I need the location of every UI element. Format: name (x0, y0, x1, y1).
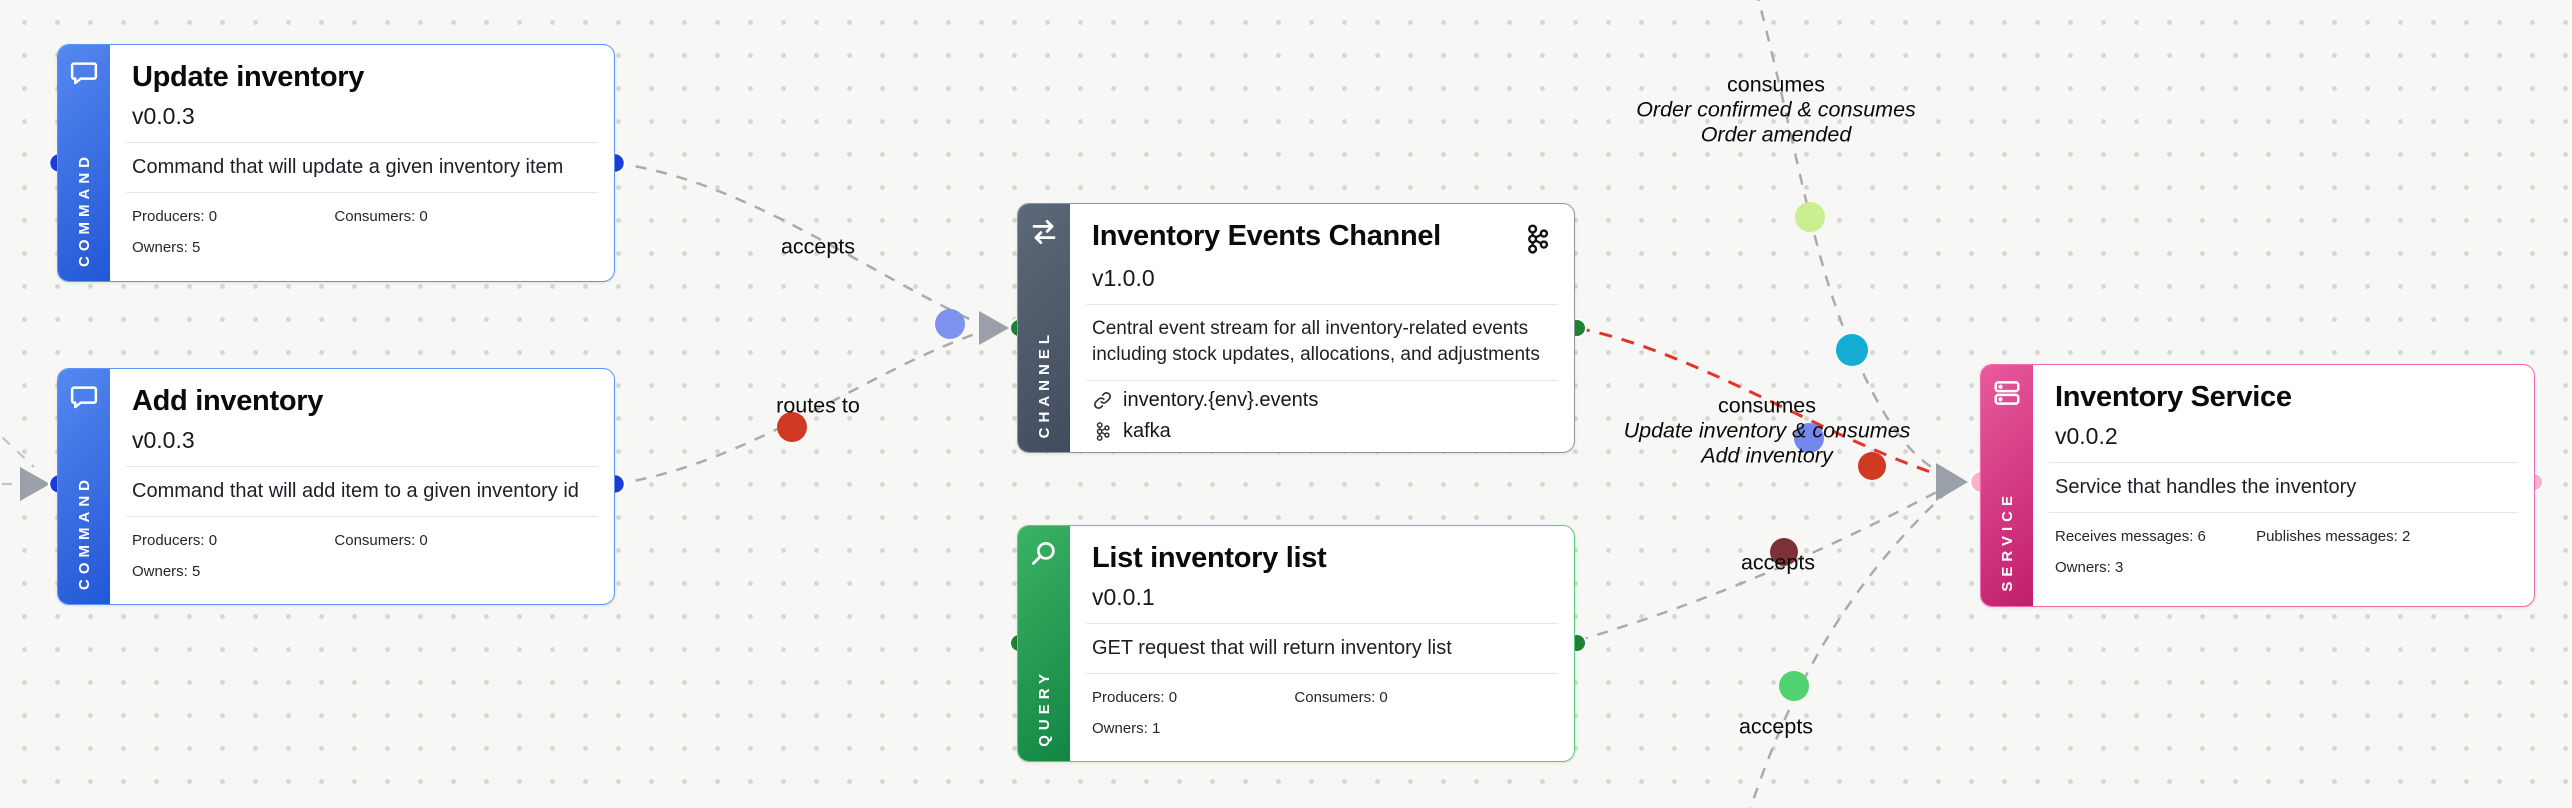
consumers-stat: Consumers: 0 (1294, 689, 1388, 706)
divider (2049, 512, 2518, 513)
channel-protocol-row: kafka (1092, 420, 1552, 443)
message-dot-maroon-accepts (1770, 538, 1798, 566)
node-type-label: SERVICE (1998, 491, 2016, 592)
node-description: Command that will update a given invento… (132, 156, 564, 178)
receives-stat: Receives messages: 6 (2055, 528, 2206, 545)
message-dot-blue-accepts (935, 309, 965, 339)
edge-label-accepts-query: accepts (1740, 550, 1816, 575)
message-dot-red-consumes (1858, 452, 1886, 480)
message-dot-teal-consumes (1836, 334, 1868, 366)
node-type-label: QUERY (1035, 669, 1053, 747)
link-icon (1093, 391, 1112, 410)
edge-bottom-to-service (1749, 488, 1951, 808)
edge-channel-to-service-red (1576, 326, 1953, 481)
producers-stat: Producers: 0 (132, 532, 218, 549)
producers-stat: Producers: 0 (132, 208, 218, 225)
node-list-inventory-list[interactable]: QUERY List inventory list v0.0.1 GET req… (1017, 525, 1575, 762)
channel-sidebar: CHANNEL (1018, 204, 1070, 452)
owners-stat: Owners: 3 (2055, 559, 2124, 576)
node-update-inventory[interactable]: COMMAND Update inventory v0.0.3 Command … (57, 44, 615, 282)
message-bubble-icon (69, 382, 99, 412)
divider (126, 192, 598, 193)
node-title: Inventory Service (2055, 381, 2292, 413)
producers-stat: Producers: 0 (1092, 689, 1178, 706)
message-dot-lime-consumes (1795, 202, 1825, 232)
server-icon (1992, 378, 2022, 408)
divider (126, 466, 598, 467)
divider (126, 516, 598, 517)
owners-stat: Owners: 5 (132, 563, 201, 580)
edge-left-to-add-1 (0, 433, 35, 468)
node-type-label: COMMAND (75, 152, 93, 267)
edge-label-routes-to: routes to (776, 393, 860, 418)
node-type-label: COMMAND (75, 475, 93, 590)
node-version: v0.0.3 (132, 427, 195, 453)
message-dot-green-accepts (1779, 671, 1809, 701)
edge-add-to-channel (614, 331, 979, 486)
node-inventory-service[interactable]: SERVICE Inventory Service v0.0.2 Service… (1980, 364, 2535, 607)
node-version: v0.0.1 (1092, 584, 1155, 610)
node-version: v0.0.3 (132, 103, 195, 129)
node-version: v1.0.0 (1092, 265, 1155, 291)
node-description: Central event stream for all inventory-r… (1092, 318, 1540, 365)
channel-protocol: kafka (1123, 420, 1171, 442)
kafka-icon (1522, 220, 1552, 256)
command-sidebar: COMMAND (58, 45, 110, 281)
node-title: Inventory Events Channel (1092, 220, 1441, 252)
query-sidebar: QUERY (1018, 526, 1070, 761)
edge-label-consumes-orders: consumes Order confirmed & consumes Orde… (1636, 72, 1916, 147)
divider (1086, 623, 1558, 624)
node-description: GET request that will return inventory l… (1092, 637, 1452, 659)
channel-address: inventory.{env}.events (1123, 389, 1319, 411)
channel-address-row: inventory.{env}.events (1092, 389, 1552, 412)
arrowhead-into-channel (979, 311, 1009, 345)
divider (126, 142, 598, 143)
publishes-stat: Publishes messages: 2 (2256, 528, 2411, 545)
message-dot-red-routes-to (777, 412, 807, 442)
divider (1086, 304, 1558, 305)
node-title: List inventory list (1092, 542, 1327, 574)
message-bubble-icon (69, 58, 99, 88)
node-description: Service that handles the inventory (2055, 476, 2357, 498)
message-dot-blue-consumes (1794, 423, 1824, 453)
arrowhead-into-add-inventory (20, 467, 50, 501)
node-inventory-events-channel[interactable]: CHANNEL Inventory Events Channel v1.0.0 … (1017, 203, 1575, 453)
consumers-stat: Consumers: 0 (334, 208, 428, 225)
command-sidebar: COMMAND (58, 369, 110, 604)
service-sidebar: SERVICE (1981, 365, 2033, 606)
node-add-inventory[interactable]: COMMAND Add inventory v0.0.3 Command tha… (57, 368, 615, 605)
search-icon (1029, 539, 1059, 569)
consumers-stat: Consumers: 0 (334, 532, 428, 549)
transfer-arrows-icon (1029, 217, 1059, 247)
edge-query-to-service (1576, 484, 1949, 643)
divider (1086, 673, 1558, 674)
node-title: Update inventory (132, 61, 365, 93)
node-title: Add inventory (132, 385, 324, 417)
arrowhead-into-service (1936, 463, 1968, 501)
node-type-label: CHANNEL (1035, 329, 1053, 438)
owners-stat: Owners: 5 (132, 239, 201, 256)
divider (2049, 462, 2518, 463)
edge-label-consumes-inventory: consumes Update inventory & consumes Add… (1623, 393, 1911, 468)
node-version: v0.0.2 (2055, 423, 2118, 449)
edge-label-accepts-bottom: accepts (1738, 714, 1814, 739)
owners-stat: Owners: 1 (1092, 720, 1161, 737)
node-description: Command that will add item to a given in… (132, 480, 579, 502)
divider (1086, 380, 1558, 381)
edge-label-accepts-update: accepts (780, 234, 856, 259)
kafka-icon (1096, 422, 1110, 441)
